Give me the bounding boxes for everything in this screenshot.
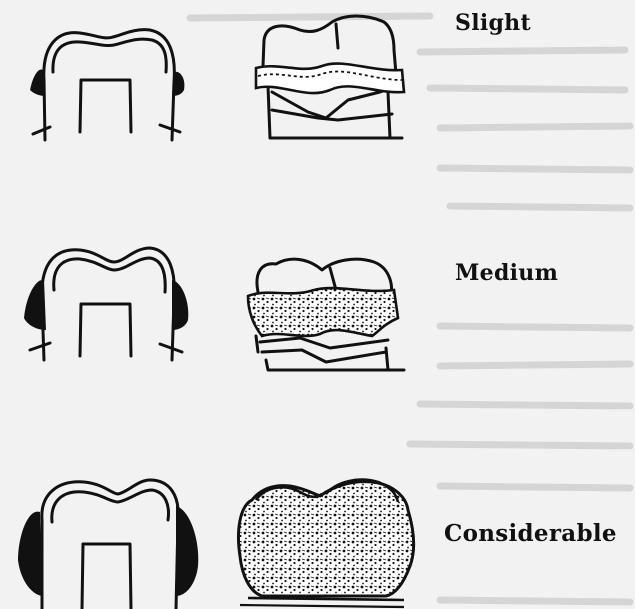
calculus-band-slight [256, 64, 404, 94]
tooth-section-slight [33, 30, 180, 140]
calculus-deposit-considerable [18, 506, 198, 596]
label-slight: Slight [455, 10, 531, 36]
label-medium: Medium [455, 260, 558, 286]
label-considerable: Considerable [444, 520, 617, 547]
tooth-section-considerable [42, 480, 178, 609]
tooth-facial-considerable [239, 480, 414, 607]
calculus-band-medium [248, 288, 398, 336]
tooth-section-medium [30, 248, 182, 360]
